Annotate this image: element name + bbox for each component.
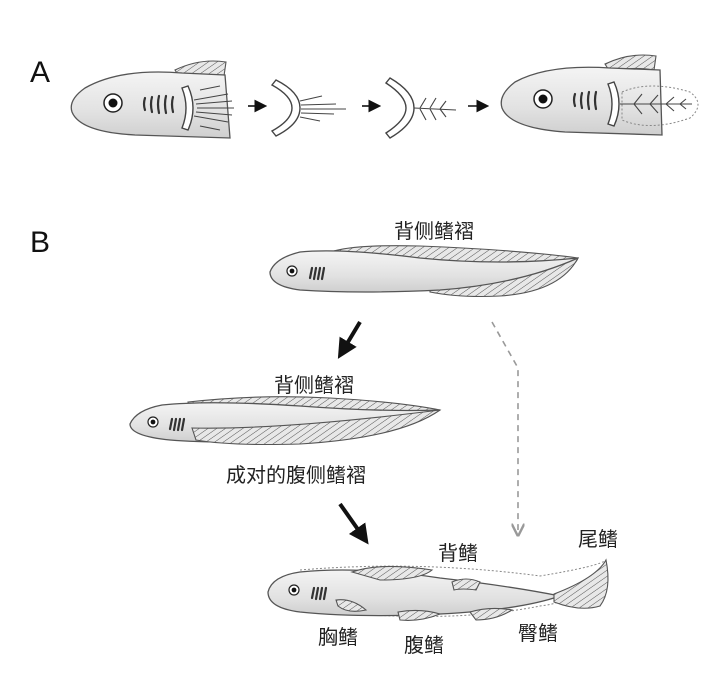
panel-a-fish-head-1: [70, 60, 234, 139]
label-paired-ventral-folds: 成对的腹侧鳍褶: [226, 463, 366, 487]
panel-b-fish-1: [269, 245, 580, 298]
arrow-b-1: [337, 320, 362, 359]
panel-b-letter: B: [30, 226, 50, 259]
second-dorsal-fin-shape: [451, 578, 481, 591]
dashed-arrow-b: [491, 321, 518, 530]
panel-a-arch-stage-2: [270, 79, 346, 137]
label-dorsal-fold-mid: 背侧鳍褶: [274, 373, 354, 397]
pelvic-fin-shape: [397, 609, 442, 621]
gill-rays-1: [193, 85, 234, 131]
panel-b-fish-2: [129, 396, 442, 446]
gill-slits-1: [142, 94, 175, 115]
gill-slits-4: [572, 90, 598, 111]
fin-outline-dotted: [621, 85, 699, 127]
label-pectoral-fin: 胸鳍: [318, 625, 358, 649]
dorsal-fin-shape: [350, 565, 434, 581]
panel-b-fish-3: [267, 558, 609, 621]
label-dorsal-fin: 背鳍: [438, 541, 478, 565]
panel-a-letter: A: [30, 56, 50, 89]
label-pelvic-fin: 腹鳍: [404, 633, 444, 657]
panel-a-fish-head-4: [500, 54, 699, 136]
label-caudal-fin: 尾鳍: [578, 527, 618, 551]
anal-fin-shape: [469, 607, 514, 621]
label-anal-fin: 臀鳍: [518, 621, 558, 645]
arrow-b-2: [338, 502, 369, 545]
pectoral-fin-shape: [335, 599, 368, 612]
label-dorsal-fold-top: 背侧鳍褶: [394, 219, 474, 243]
caudal-fin-shape: [553, 558, 609, 609]
panel-a-arch-stage-3: [384, 77, 457, 139]
